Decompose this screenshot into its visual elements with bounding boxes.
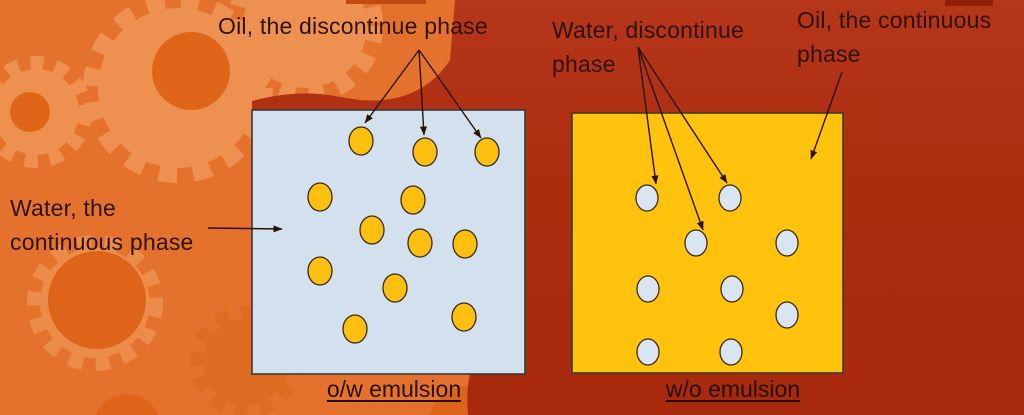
annotation-arrow bbox=[637, 46, 728, 184]
caption-ow-emulsion: o/w emulsion bbox=[326, 376, 462, 402]
annotation-arrow bbox=[207, 225, 283, 233]
oil-droplet bbox=[407, 228, 433, 258]
water-droplet bbox=[635, 184, 659, 212]
oil-droplet bbox=[452, 229, 478, 259]
annotation-arrow bbox=[637, 46, 704, 231]
water-droplet bbox=[636, 338, 660, 366]
water-droplet bbox=[775, 301, 799, 329]
oil-droplet bbox=[382, 273, 408, 303]
annotation-arrow bbox=[810, 71, 843, 160]
label-oil-discontinue-phase: Oil, the discontinue phase bbox=[218, 13, 488, 39]
oil-droplet bbox=[400, 185, 426, 215]
oil-droplet bbox=[359, 215, 385, 245]
oil-droplet bbox=[474, 137, 500, 167]
oil-droplet bbox=[412, 137, 438, 167]
oil-droplet bbox=[348, 126, 374, 156]
water-droplet bbox=[720, 275, 744, 303]
water-droplet bbox=[684, 229, 708, 257]
water-droplet bbox=[718, 184, 742, 212]
annotation-arrow bbox=[418, 49, 427, 136]
water-droplet bbox=[636, 275, 660, 303]
top-edge-accent bbox=[346, 0, 426, 4]
water-droplet bbox=[719, 338, 743, 366]
water-droplet bbox=[775, 229, 799, 257]
oil-droplet bbox=[307, 256, 333, 286]
annotation-arrow bbox=[364, 49, 420, 124]
top-edge-accent bbox=[945, 0, 993, 6]
label-water-discontinue-phase: Water, discontinue phase bbox=[552, 17, 744, 77]
oil-droplet bbox=[451, 302, 477, 332]
oil-droplet bbox=[342, 314, 368, 344]
label-water-continuous-phase: Water, the continuous phase bbox=[10, 195, 194, 255]
label-oil-continuous-phase: Oil, the continuous phase bbox=[797, 7, 992, 67]
annotation-arrow bbox=[418, 49, 482, 139]
annotation-arrow bbox=[637, 46, 659, 185]
oil-droplet bbox=[307, 182, 333, 212]
caption-wo-emulsion: w/o emulsion bbox=[665, 376, 801, 402]
